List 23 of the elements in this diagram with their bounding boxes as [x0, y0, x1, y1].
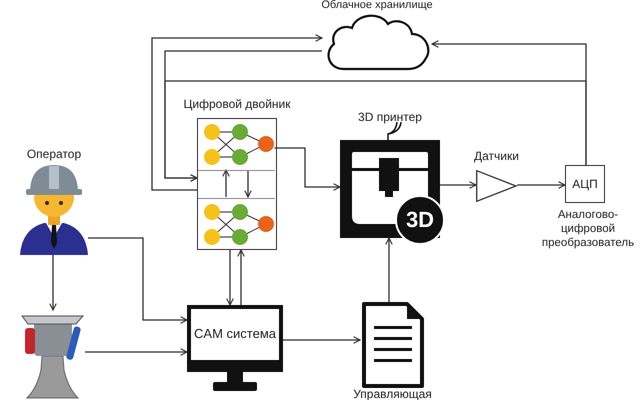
node-label: Облачное хранилище: [321, 0, 433, 11]
arrow: [151, 34, 323, 191]
arrow: [226, 250, 234, 306]
node-label: Оператор: [26, 147, 82, 161]
arrow: [244, 170, 252, 198]
arrow: [49, 255, 57, 311]
arrow: [440, 181, 477, 189]
arrow: [88, 237, 188, 324]
arrow: [237, 249, 245, 305]
printer-badge-label: 3D: [404, 208, 436, 232]
node-label: CAM система: [194, 327, 276, 341]
node-label: Цифровой двойник: [184, 97, 290, 111]
node-caption: Аналогово-цифровой преобразователь: [540, 208, 636, 250]
arrow: [283, 336, 361, 344]
arrow: [85, 348, 188, 356]
node-label: 3D принтер: [358, 110, 422, 124]
arrow: [222, 169, 230, 197]
arrow: [164, 80, 587, 182]
node-label: Датчики: [474, 149, 519, 163]
arrow: [274, 147, 341, 191]
arrow: [517, 181, 566, 189]
node-label: АЦП: [572, 177, 598, 191]
arrow: [385, 237, 393, 302]
